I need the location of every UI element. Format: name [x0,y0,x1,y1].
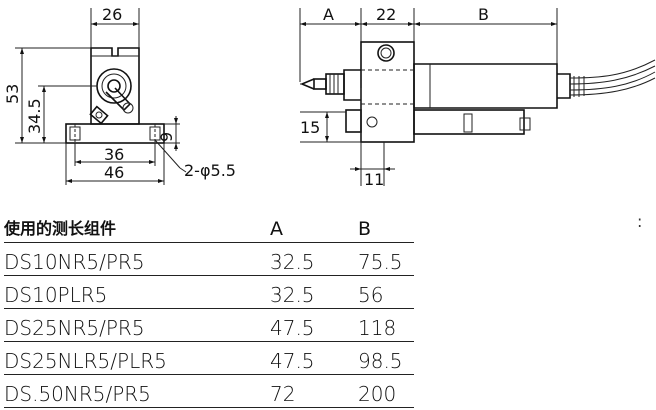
row-a: 32.5 [270,242,358,276]
dimension-drawing: 26 53 [3,5,656,189]
dim-height-34-5: 34.5 [25,98,44,134]
dim-base-height-15: 15 [300,118,320,137]
stray-mark: : [637,212,643,231]
dim-base-width-46: 46 [104,163,124,182]
dim-width-26: 26 [102,5,122,24]
table-row: DS25NR5/PR5 47.5 118 [4,308,414,342]
row-model: DS.50NR5/PR5 [4,374,270,408]
dim-base-height-9: 9 [157,132,176,142]
row-b: 200 [358,374,414,408]
row-model: DS10PLR5 [4,275,270,309]
table-row: DS10NR5/PR5 32.5 75.5 [4,242,414,276]
lower-rod [345,88,531,142]
spec-table: 使用的测长组件 A B DS10NR5/PR5 32.5 75.5 DS10PL… [4,210,414,408]
table-row: DS10PLR5 32.5 56 [4,275,414,309]
row-a: 72 [270,374,358,408]
row-a: 32.5 [270,275,358,309]
header-component: 使用的测长组件 [4,210,270,243]
row-model: DS10NR5/PR5 [4,242,270,276]
dim-hole-pitch-36: 36 [104,145,124,164]
header-a: A [270,210,358,243]
dim-height-53: 53 [3,84,22,104]
row-a: 47.5 [270,308,358,342]
probe-spindle [299,69,361,101]
table-header-row: 使用的测长组件 A B [4,210,414,243]
clamp-screw [89,105,109,125]
row-model: DS25NLR5/PLR5 [4,341,270,375]
right-view: A 22 B [299,5,656,189]
dim-a: A [323,5,334,24]
row-b: 56 [358,275,414,309]
dim-base-depth-11: 11 [364,170,384,189]
left-view: 26 53 [3,5,236,185]
row-b: 118 [358,308,414,342]
row-b: 75.5 [358,242,414,276]
sensor-head [96,68,134,114]
left-base [65,123,165,144]
table-row: DS25NLR5/PLR5 47.5 98.5 [4,341,414,375]
row-model: DS25NR5/PR5 [4,308,270,342]
table-row: DS.50NR5/PR5 72 200 [4,374,414,408]
hole-callout: 2-φ5.5 [184,161,236,180]
row-a: 47.5 [270,341,358,375]
measuring-unit [361,59,656,109]
dim-b: B [478,5,489,24]
row-b: 98.5 [358,341,414,375]
right-bracket [360,41,415,143]
dim-body-22: 22 [376,5,396,24]
header-b: B [358,210,414,243]
